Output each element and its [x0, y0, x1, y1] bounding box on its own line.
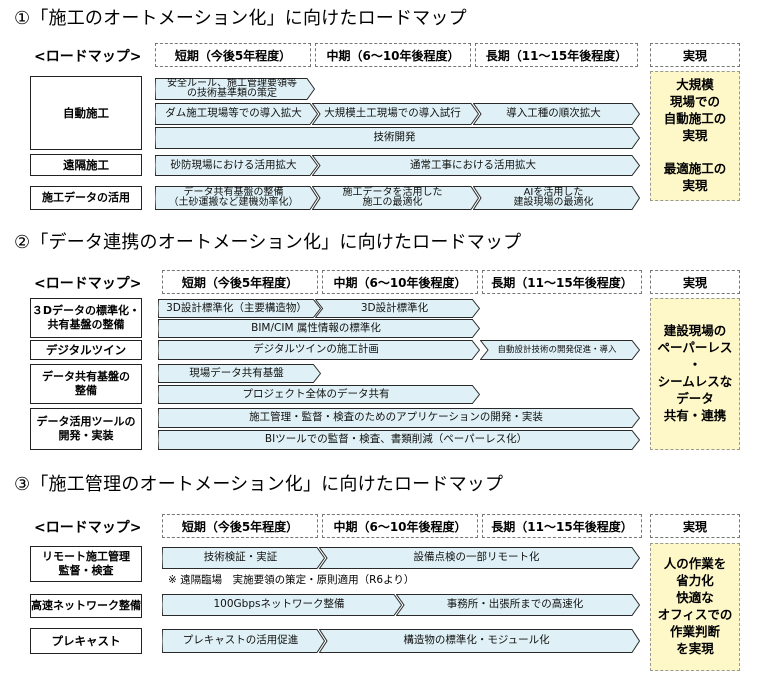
arrow-shape [312, 103, 479, 125]
header-mid-term: 中期（6～10年後程度） [315, 43, 471, 67]
arrow-shape [480, 340, 640, 360]
header-realize: 実現 [650, 43, 740, 67]
arrow-shape [158, 340, 480, 360]
arrow-shape [473, 186, 640, 210]
arrow-shape [155, 127, 640, 149]
arrow-shape [473, 103, 640, 125]
bar-large-earthwork-trial: 大規模土工現場での導入試行 [312, 103, 479, 125]
bar-bim-cim-attributes: BIM/CIM 属性情報の標準化 [158, 319, 480, 338]
header-short-term: 短期（今後5年程度） [162, 514, 318, 538]
row-label-remote-construction: 遠隔施工 [30, 154, 142, 176]
bar-remote-equipment-inspection: 設備点検の一部リモート化 [319, 547, 640, 569]
remote-attendance-note: ※ 遠隔臨場 実施要領の策定・原則適用（R6より） [168, 574, 415, 586]
arrow-shape [319, 547, 640, 569]
bar-technical-standards: 安全ルール、施工管理要領等 の技術基準類の策定 [155, 78, 315, 100]
header-long-term: 長期（11～15年後程度） [475, 43, 638, 67]
bar-gradual-expansion: 導入工種の順次拡大 [473, 103, 640, 125]
roadmap-label: <ロードマップ> [34, 49, 142, 65]
header-short-term: 短期（今後5年程度） [162, 270, 318, 294]
bar-project-data-sharing: プロジェクト全体のデータ共有 [158, 385, 480, 404]
bar-office-speedup: 事務所・出張所までの高速化 [396, 594, 640, 616]
bar-precast-promotion: プレキャストの活用促進 [162, 629, 325, 653]
arrow-shape [158, 385, 480, 404]
bar-dam-expansion: ダム施工現場等での導入拡大 [155, 103, 318, 125]
arrow-shape [162, 594, 402, 616]
arrow-shape [312, 155, 640, 176]
arrow-shape [162, 629, 325, 653]
bar-3d-design-main-structures: 3D設計標準化（主要構造物） [158, 299, 321, 318]
bar-structure-modularization: 構造物の標準化・モジュール化 [319, 629, 640, 653]
section2-title: ②「データ連携のオートメーション化」に向けたロードマップ [14, 232, 522, 253]
arrow-shape [155, 186, 318, 210]
bar-general-works-expansion: 通常工事における活用拡大 [312, 155, 640, 176]
row-label-remote-inspection: リモート施工管理 監督・検査 [30, 546, 142, 582]
bar-technical-verification: 技術検証・実証 [162, 547, 325, 569]
row-label-construction-data: 施工データの活用 [30, 186, 142, 210]
section3-title: ③「施工管理のオートメーション化」に向けたロードマップ [14, 474, 504, 495]
header-mid-term: 中期（6～10年後程度） [322, 270, 478, 294]
roadmap-label: <ロードマップ> [34, 520, 142, 536]
bar-auto-design-promotion: 自動設計技術の開発促進・導入 [480, 340, 640, 360]
row-label-precast: プレキャスト [30, 628, 142, 654]
arrow-shape [155, 78, 315, 100]
arrow-shape [158, 364, 321, 383]
row-label-digital-twin: デジタルツイン [30, 340, 142, 360]
arrow-shape [312, 186, 479, 210]
bar-100gbps-network: 100Gbpsネットワーク整備 [162, 594, 402, 616]
row-label-auto-construction: 自動施工 [30, 76, 142, 150]
row-label-3d-standardization: ３Dデータの標準化・ 共有基盤の整備 [30, 298, 142, 338]
arrow-shape [162, 547, 325, 569]
header-realize: 実現 [650, 514, 740, 538]
bar-site-data-platform: 現場データ共有基盤 [158, 364, 321, 383]
header-short-term: 短期（今後5年程度） [155, 43, 311, 67]
bar-ai-optimization: AIを活用した 建設現場の最適化 [473, 186, 640, 210]
header-realize: 実現 [650, 270, 740, 294]
row-label-high-speed-network: 高速ネットワーク整備 [30, 594, 142, 618]
arrow-shape [158, 319, 480, 338]
bar-inspection-apps: 施工管理・監督・検査のためのアプリケーションの開発・実装 [158, 408, 640, 428]
arrow-shape [158, 299, 321, 318]
header-long-term: 長期（11～15年後程度） [482, 270, 642, 294]
bar-technology-development: 技術開発 [155, 127, 640, 149]
arrow-shape [155, 155, 318, 176]
bar-data-platform: データ共有基盤の整備 （土砂運搬など建機効率化） [155, 186, 318, 210]
bar-3d-design-standard: 3D設計標準化 [315, 299, 480, 318]
roadmap-label: <ロードマップ> [34, 276, 142, 292]
section1-title: ①「施工のオートメーション化」に向けたロードマップ [14, 8, 467, 29]
arrow-shape [315, 299, 480, 318]
result-box-section2: 建設現場の ペーパーレス ・ シームレスな データ 共有・連携 [650, 298, 740, 450]
bar-sabo-expansion: 砂防現場における活用拡大 [155, 155, 318, 176]
bar-digital-twin-plan: デジタルツインの施工計画 [158, 340, 480, 360]
bar-bi-tools-paperless: BIツールでの監督・検査、書類削減（ペーパーレス化） [158, 430, 640, 450]
result-box-section1: 大規模 現場での 自動施工の 実現 最適施工の 実現 [650, 71, 740, 201]
bar-construction-optimization: 施工データを活用した 施工の最適化 [312, 186, 479, 210]
row-label-data-platform: データ共有基盤の 整備 [30, 364, 142, 404]
arrow-shape [396, 594, 640, 616]
header-mid-term: 中期（6～10年後程度） [322, 514, 478, 538]
header-long-term: 長期（11～15年後程度） [482, 514, 642, 538]
result-box-section3: 人の作業を 省力化 快適な オフィスでの 作業判断 を実現 [650, 543, 740, 671]
arrow-shape [319, 629, 640, 653]
arrow-shape [158, 430, 640, 450]
row-label-data-tools: データ活用ツールの 開発・実装 [30, 408, 142, 450]
arrow-shape [155, 103, 318, 125]
arrow-shape [158, 408, 640, 428]
